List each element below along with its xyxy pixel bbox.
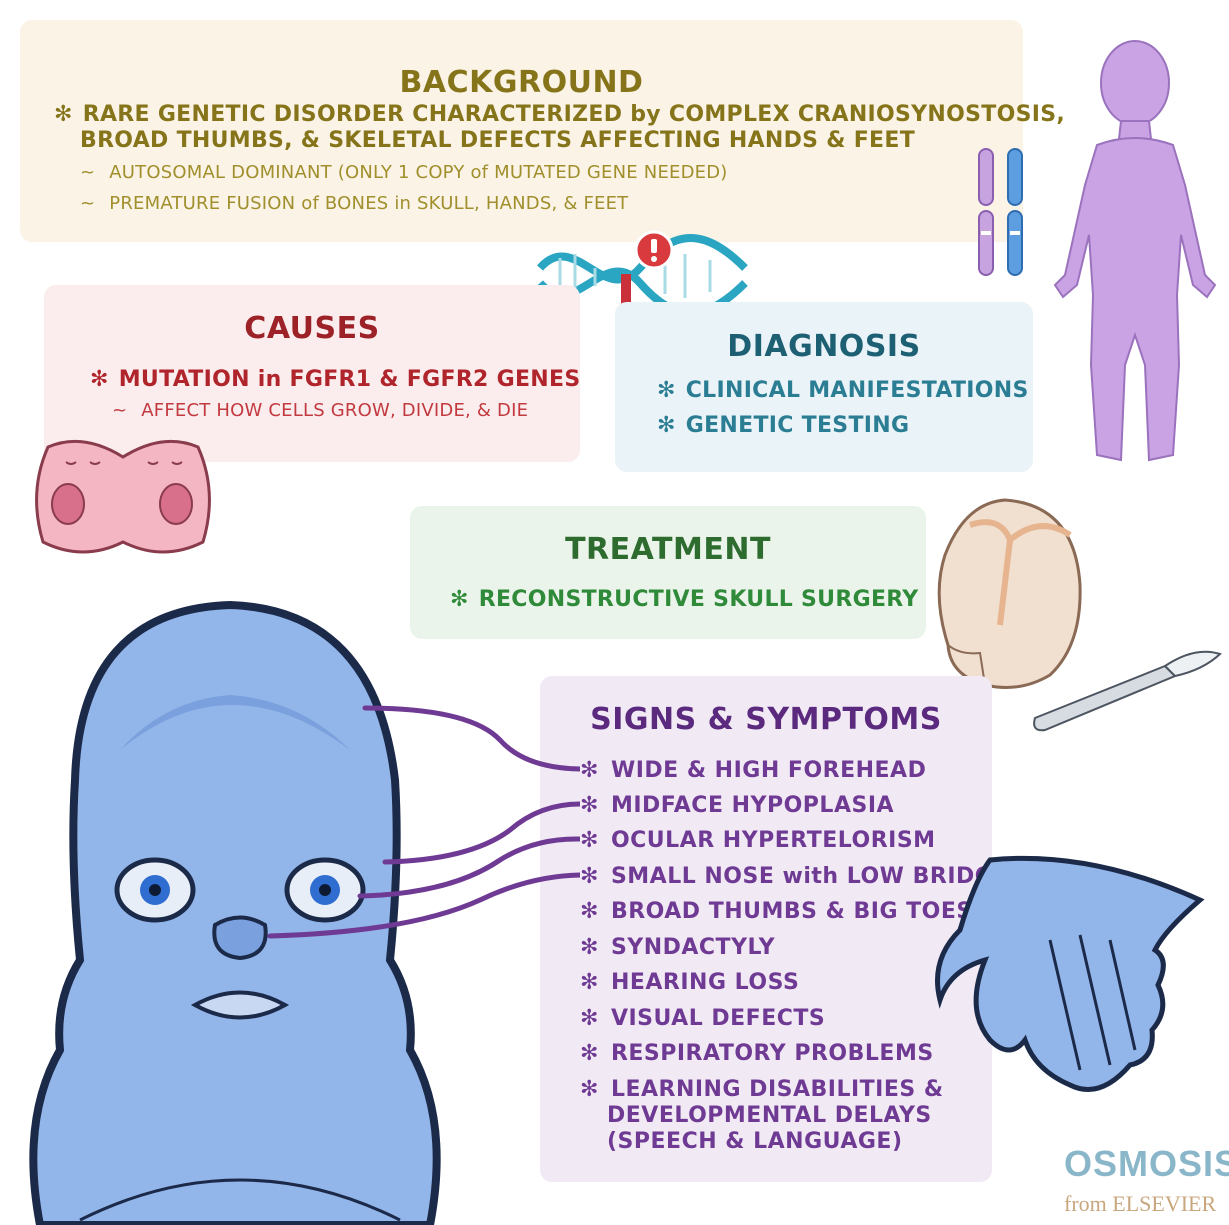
treatment-card: TREATMENT ✻RECONSTRUCTIVE SKULL SURGERY bbox=[410, 506, 926, 639]
sign-item-8-text: VISUAL DEFECTS bbox=[610, 1006, 826, 1031]
diagnosis-item-2-text: GENETIC TESTING bbox=[685, 413, 910, 438]
chromosome-icon bbox=[978, 148, 1023, 276]
sign-item-2: ✻MIDFACE HYPOPLASIA bbox=[580, 793, 895, 818]
sign-item-5: ✻BROAD THUMBS & BIG TOES bbox=[580, 899, 973, 924]
causes-bullet-1: ✻MUTATION in FGFR1 & FGFR2 GENES bbox=[90, 367, 581, 392]
sign-item-9-text: RESPIRATORY PROBLEMS bbox=[610, 1041, 934, 1066]
skull-icon bbox=[937, 498, 1082, 689]
sign-item-10-text: LEARNING DISABILITIES & bbox=[610, 1077, 944, 1102]
diagnosis-item-1-text: CLINICAL MANIFESTATIONS bbox=[685, 378, 1029, 403]
sign-item-6: ✻SYNDACTYLY bbox=[580, 935, 776, 960]
sign-item-7-text: HEARING LOSS bbox=[610, 970, 800, 995]
treatment-item-1-text: RECONSTRUCTIVE SKULL SURGERY bbox=[478, 587, 919, 612]
diagnosis-item-2: ✻GENETIC TESTING bbox=[657, 413, 910, 438]
background-sub-2-text: PREMATURE FUSION of BONES in SKULL, HAND… bbox=[109, 193, 629, 214]
diagnosis-title: DIAGNOSIS bbox=[727, 329, 921, 364]
sign-item-10-line-2: DEVELOPMENTAL DELAYS bbox=[607, 1103, 932, 1128]
dividing-cells-icon bbox=[35, 439, 211, 554]
background-bullet-text-1: RARE GENETIC DISORDER CHARACTERIZED by C… bbox=[82, 102, 1066, 127]
causes-card: CAUSES ✻MUTATION in FGFR1 & FGFR2 GENES … bbox=[44, 285, 580, 462]
osmosis-logo: OSMOSIS from ELSEVIER bbox=[1042, 1143, 1229, 1223]
scalpel-icon bbox=[1033, 650, 1222, 732]
signs-card: SIGNS & SYMPTOMS ✻WIDE & HIGH FOREHEAD ✻… bbox=[540, 676, 1008, 1182]
background-sub-1: ~AUTOSOMAL DOMINANT (ONLY 1 COPY of MUTA… bbox=[80, 162, 728, 183]
sign-item-6-text: SYNDACTYLY bbox=[610, 935, 776, 960]
hand-icon bbox=[935, 855, 1205, 1092]
sign-item-10-line-3: (SPEECH & LANGUAGE) bbox=[607, 1129, 903, 1154]
sign-item-1: ✻WIDE & HIGH FOREHEAD bbox=[580, 758, 927, 783]
treatment-item-1: ✻RECONSTRUCTIVE SKULL SURGERY bbox=[450, 587, 919, 612]
background-title: BACKGROUND bbox=[399, 65, 644, 100]
causes-title: CAUSES bbox=[244, 311, 380, 346]
signs-title: SIGNS & SYMPTOMS bbox=[590, 702, 942, 737]
background-sub-1-text: AUTOSOMAL DOMINANT (ONLY 1 COPY of MUTAT… bbox=[109, 162, 728, 183]
background-bullet-line-1: ✻RARE GENETIC DISORDER CHARACTERIZED by … bbox=[54, 102, 1066, 127]
causes-sub-1-text: AFFECT HOW CELLS GROW, DIVIDE, & DIE bbox=[141, 400, 529, 421]
sign-item-3-text: OCULAR HYPERTELORISM bbox=[610, 828, 936, 853]
treatment-title: TREATMENT bbox=[565, 532, 771, 567]
sign-item-2-text: MIDFACE HYPOPLASIA bbox=[610, 793, 895, 818]
sign-item-5-text: BROAD THUMBS & BIG TOES bbox=[610, 899, 973, 924]
sign-item-9: ✻RESPIRATORY PROBLEMS bbox=[580, 1041, 934, 1066]
diagnosis-card: DIAGNOSIS ✻CLINICAL MANIFESTATIONS ✻GENE… bbox=[615, 302, 1033, 472]
background-card: BACKGROUND ✻RARE GENETIC DISORDER CHARAC… bbox=[20, 20, 1065, 242]
sign-item-4-text: SMALL NOSE with LOW BRIDGE bbox=[610, 864, 1009, 889]
sign-item-8: ✻VISUAL DEFECTS bbox=[580, 1006, 826, 1031]
child-silhouette-icon bbox=[1053, 40, 1217, 462]
sign-item-10: ✻LEARNING DISABILITIES & bbox=[580, 1077, 944, 1102]
sign-item-7: ✻HEARING LOSS bbox=[580, 970, 800, 995]
sign-item-1-text: WIDE & HIGH FOREHEAD bbox=[610, 758, 927, 783]
logo-from: from ELSEVIER bbox=[1064, 1191, 1217, 1216]
sign-item-3: ✻OCULAR HYPERTELORISM bbox=[580, 828, 936, 853]
baby-face-illustration bbox=[29, 600, 441, 1225]
logo-word: OSMOSIS bbox=[1064, 1143, 1229, 1184]
diagnosis-item-1: ✻CLINICAL MANIFESTATIONS bbox=[657, 378, 1029, 403]
background-sub-2: ~PREMATURE FUSION of BONES in SKULL, HAN… bbox=[80, 193, 629, 214]
sign-item-4: ✻SMALL NOSE with LOW BRIDGE bbox=[580, 864, 1009, 889]
causes-bullet-1-text: MUTATION in FGFR1 & FGFR2 GENES bbox=[118, 367, 581, 392]
causes-sub-1: ~AFFECT HOW CELLS GROW, DIVIDE, & DIE bbox=[112, 400, 529, 421]
background-bullet-line-2: BROAD THUMBS, & SKELETAL DEFECTS AFFECTI… bbox=[80, 128, 916, 153]
pointer-lines bbox=[267, 705, 580, 939]
